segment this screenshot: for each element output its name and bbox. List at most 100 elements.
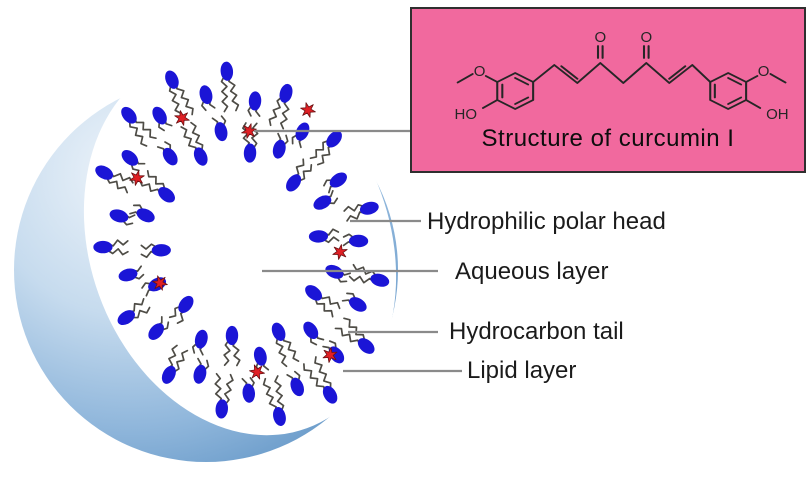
lipid-head [193,147,208,166]
lipid-head [308,230,329,243]
lipid-head [359,201,379,215]
lipid-tail [343,203,365,212]
lipid-tail [334,327,362,347]
lipid-tail [214,372,223,405]
lipid-head [109,209,129,223]
lipid-head [225,325,239,346]
lipid-tail [303,363,326,393]
lipid-tail [220,75,229,113]
lipid-tail [228,75,240,112]
lipid-tail [298,163,313,182]
lipid-tail [140,243,158,250]
lipid-tail [224,373,234,406]
lipid-tail [146,170,166,190]
lipid-head [93,240,113,254]
lipid-tail [131,306,151,319]
curcumin-caption: Structure of curcumin I [481,125,735,152]
lipid-tail [282,334,300,363]
annotation-aqueous-layer: Aqueous layer [455,258,609,285]
lipid-head [272,139,286,159]
curcumin-marker [322,347,338,363]
lipid-head [290,377,304,397]
lipid-tail [128,120,148,147]
lipid-tail [262,377,277,414]
lipid-head [329,172,347,188]
curcumin-marker [249,364,265,380]
curcumin-marker [174,110,190,126]
lipid-head [286,174,302,192]
lipid-tail [180,126,197,155]
lipid-head [95,165,114,180]
lipid-tail [275,336,288,368]
lipid-head [194,329,208,349]
lipid-tail [314,356,332,390]
lipid-head [117,310,135,326]
annotation-hydrophilic-polar-head: Hydrophilic polar head [427,208,666,235]
lipid-head [220,61,234,81]
atom-methoxy-right: O [758,63,770,80]
lipid-head [199,85,213,105]
lipid-head [326,130,342,148]
atom-hydroxyl-left: HO [455,106,478,123]
lipid-tail [309,139,330,160]
curcumin-markers [129,102,348,380]
lipid-tail [138,179,162,196]
curcumin-marker [241,123,257,139]
lipid-tail [343,317,366,342]
lipid-head [273,407,286,426]
atom-carbonyl-right: O [640,29,652,46]
annotation-lipid-layer: Lipid layer [467,357,577,384]
lipid-head [322,385,338,404]
lipid-head [136,208,155,223]
lipid-head [253,346,267,366]
atom-carbonyl-left: O [594,29,606,46]
lipid-head [271,322,286,341]
lipid-tail [242,122,250,149]
curcumin-marker [300,102,316,118]
curcumin-marker [332,244,348,260]
leader-lines [254,129,462,373]
lipid-head [152,106,167,125]
lipid-head [161,365,176,384]
lipid-head [148,323,164,340]
lipid-head [121,106,137,124]
lipid-tail [348,275,375,284]
lipid-tail [190,121,204,152]
lipid-tail [268,96,283,127]
lipid-head [151,244,171,257]
curcumin-marker [129,170,145,186]
lipid-head [165,70,179,89]
lipid-head [158,187,175,203]
curcumin-marker [152,275,168,291]
lipid-head [178,295,194,314]
lipid-head [214,122,228,142]
lipid-head [349,297,367,312]
lipid-head [248,91,262,111]
lipid-head [357,338,375,354]
lipid-head [328,346,345,364]
lipid-head [279,83,293,103]
lipid-head [121,150,139,166]
lipid-tail [322,236,340,244]
curcumin-bonds [456,45,787,110]
curcumin-atom-labels: O HO O O O OH [455,29,789,123]
atom-methoxy-left: O [474,63,486,80]
lipid-tail [107,247,129,256]
lipid-tail [232,339,241,367]
lipid-tail [318,292,341,310]
lipid-head [193,364,207,384]
curcumin-structure-box: O HO O O O OH Structure of curcumin I [410,7,806,173]
lipid-tail [279,98,290,130]
lipid-head [243,143,257,163]
lipid-tail [274,375,285,412]
lipid-head [370,273,390,287]
lipid-head [313,195,332,210]
lipid-tail [314,297,334,318]
lipid-tail [109,171,134,184]
lipid-head [118,268,138,282]
lipid-tail [167,344,178,370]
lipid-tail [133,116,157,140]
annotation-hydrocarbon-tail: Hydrocarbon tail [449,318,624,345]
